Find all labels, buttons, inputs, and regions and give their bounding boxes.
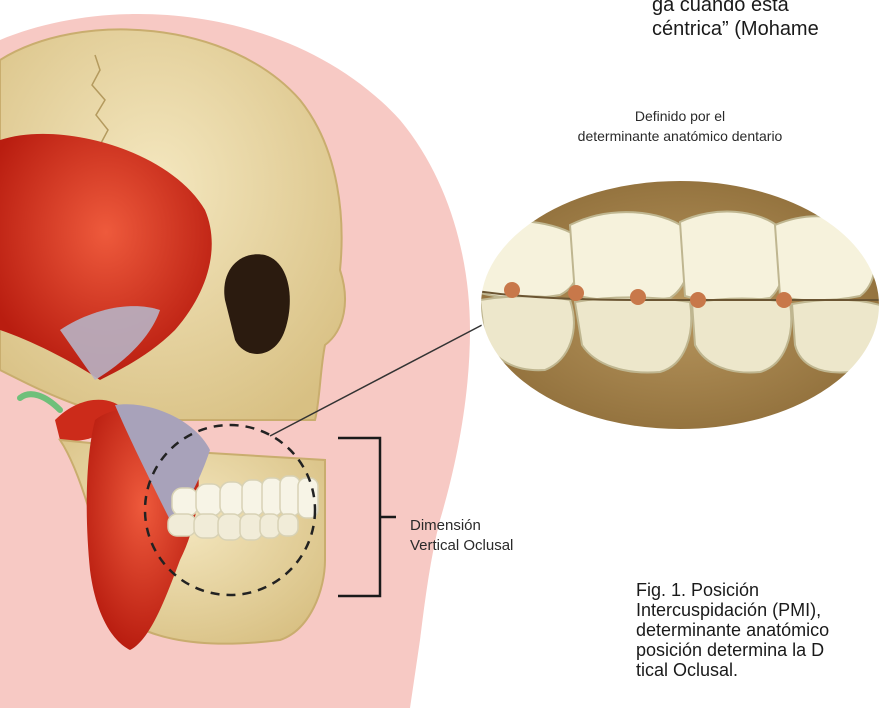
zoom-teeth-detail [470, 180, 879, 430]
contact-point [504, 282, 520, 298]
dimension-label-line-2: Vertical Oclusal [410, 536, 513, 555]
figure-caption-line-1: Fig. 1. Posición [636, 580, 759, 600]
contact-point [776, 292, 792, 308]
figure-caption-line-3: determinante anatómico [636, 620, 829, 640]
figure-caption-line-4: posición determina la D [636, 640, 824, 660]
top-text-line-1: ga cuando esta [652, 0, 789, 16]
figure-caption-line-2: Intercuspidación (PMI), [636, 600, 821, 620]
contact-point [568, 285, 584, 301]
zoom-label-line-2: determinante anatómico dentario [520, 128, 840, 145]
contact-point [630, 289, 646, 305]
zoom-label-line-1: Definido por el [520, 108, 840, 125]
figure-caption-line-5: tical Oclusal. [636, 660, 738, 680]
top-text-line-2: céntrica” (Mohame [652, 18, 819, 40]
dimension-label-line-1: Dimensión [410, 516, 481, 535]
contact-point [690, 292, 706, 308]
